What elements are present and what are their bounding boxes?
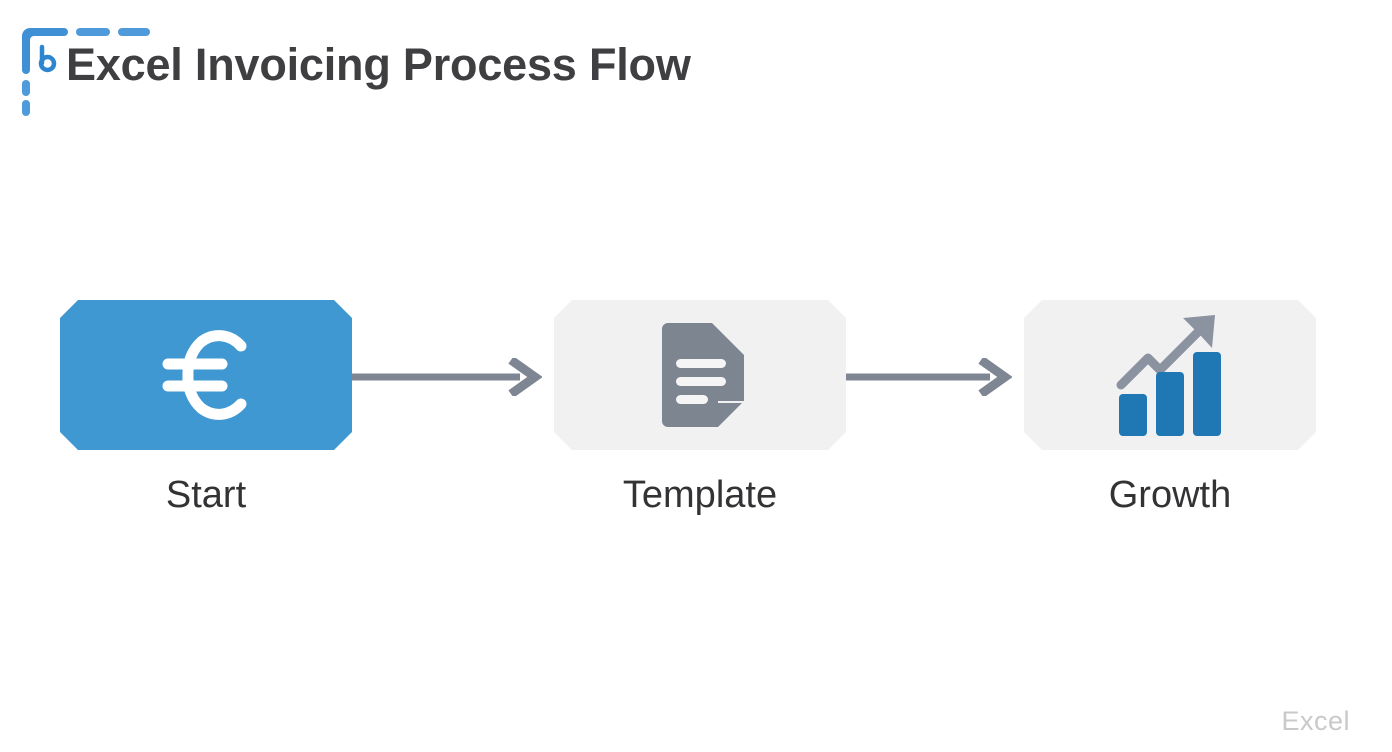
- growth-bar-chart-arrow-icon: [1115, 312, 1225, 438]
- flow-node-label: Template: [622, 474, 778, 516]
- flow-node-growth[interactable]: Growth: [1024, 300, 1316, 518]
- watermark-label: Excel: [1281, 706, 1350, 736]
- arrow-right-icon: [846, 358, 1012, 396]
- card-shape-chamfered: [60, 300, 352, 450]
- euro-currency-icon: [158, 320, 254, 430]
- document-lines-icon: [656, 323, 744, 427]
- page-title: Excel Invoicing Process Flow: [66, 39, 691, 90]
- process-flow-row: Start: [0, 300, 1392, 540]
- flow-node-label: Growth: [1108, 474, 1232, 516]
- slide-header: Excel Invoicing Process Flow: [0, 0, 1392, 140]
- flow-card-template[interactable]: [554, 300, 846, 450]
- flow-card-start[interactable]: [60, 300, 352, 450]
- flow-node-start[interactable]: Start: [60, 300, 352, 518]
- brand-bracket-logo-icon: [18, 24, 150, 116]
- arrow-right-icon: [352, 358, 542, 396]
- flow-card-growth[interactable]: [1024, 300, 1316, 450]
- flow-node-template[interactable]: Template: [554, 300, 846, 518]
- flow-node-label: Start: [165, 474, 247, 516]
